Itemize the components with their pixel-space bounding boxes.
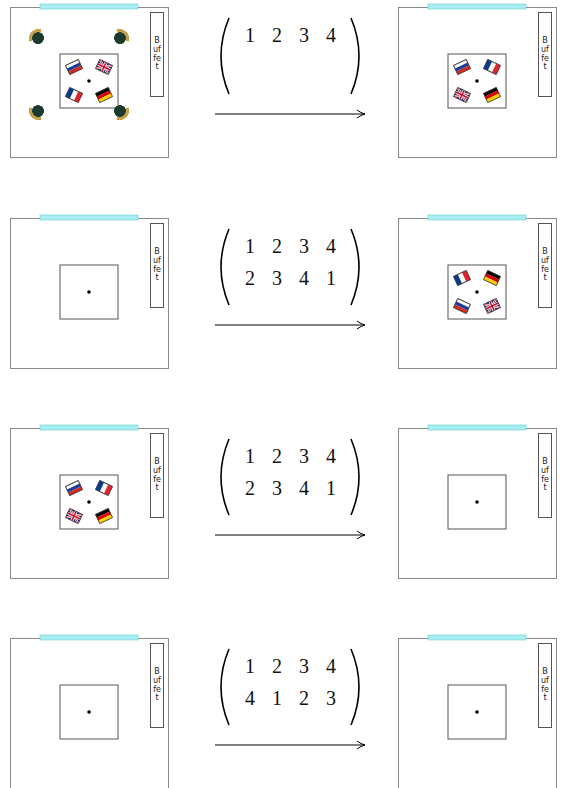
chair: [115, 106, 130, 121]
chair: [28, 106, 43, 121]
buffet-box: Buffet: [150, 643, 164, 728]
flag: [96, 509, 113, 524]
flag: [66, 88, 83, 103]
chair: [115, 28, 130, 43]
chair: [115, 106, 130, 121]
buffet-label: Buffet: [541, 248, 549, 283]
chair: [28, 106, 43, 121]
buffet-box: Buffet: [538, 643, 552, 728]
flag: [96, 88, 113, 103]
chair: [28, 106, 43, 121]
chair: [115, 106, 130, 121]
flag: [484, 299, 501, 314]
permutation-arrow: [215, 649, 365, 749]
room: [11, 215, 169, 369]
chair: [115, 28, 130, 43]
flag: [484, 271, 501, 286]
flag: [484, 88, 501, 103]
flag: [454, 299, 471, 314]
chair: [28, 28, 43, 43]
chair: [115, 28, 130, 43]
chair: [115, 28, 130, 43]
room: [399, 4, 557, 158]
chair: [28, 28, 43, 43]
chair: [28, 106, 43, 121]
chair: [28, 106, 43, 121]
buffet-label: Buffet: [153, 248, 161, 283]
buffet-label: Buffet: [541, 37, 549, 72]
buffet-box: Buffet: [538, 12, 552, 97]
chair: [28, 28, 43, 43]
chair: [115, 28, 130, 43]
chair: [28, 28, 43, 43]
chair: [28, 106, 43, 121]
flag: [96, 481, 113, 496]
permutation-row: 1 2 3 4: [245, 444, 336, 468]
buffet-label: Buffet: [153, 668, 161, 703]
chair: [115, 28, 130, 43]
chair: [28, 28, 43, 43]
flag: [66, 509, 83, 524]
chair: [115, 106, 130, 121]
room: [11, 635, 169, 788]
flag: [96, 60, 113, 75]
permutation-row: 2 3 4 1: [245, 266, 336, 290]
chair: [115, 106, 130, 121]
chair: [28, 28, 43, 43]
buffet-box: Buffet: [150, 223, 164, 308]
permutation-row: 4 1 2 3: [245, 686, 336, 710]
buffet-label: Buffet: [153, 458, 161, 493]
room: [11, 425, 169, 579]
permutation-arrow: [215, 18, 365, 118]
room: [11, 4, 169, 158]
permutation-row: 1 2 3 4: [245, 654, 336, 678]
chair: [115, 28, 130, 43]
chair: [28, 28, 43, 43]
flag: [484, 60, 501, 75]
permutation-arrow: [215, 439, 365, 539]
room: [399, 215, 557, 369]
chair: [28, 106, 43, 121]
buffet-label: Buffet: [153, 37, 161, 72]
flag: [66, 481, 83, 496]
permutation-row: 1 2 3 4: [245, 23, 336, 47]
chair: [115, 106, 130, 121]
buffet-label: Buffet: [541, 668, 549, 703]
buffet-box: Buffet: [150, 12, 164, 97]
chair: [28, 28, 43, 43]
flag: [454, 60, 471, 75]
permutation-row: 2 3 4 1: [245, 476, 336, 500]
room: [399, 425, 557, 579]
permutation-row: 1 2 3 4: [245, 234, 336, 258]
buffet-box: Buffet: [150, 433, 164, 518]
buffet-box: Buffet: [538, 223, 552, 308]
flag: [454, 271, 471, 286]
permutation-arrow: [215, 229, 365, 329]
chair: [115, 28, 130, 43]
chair: [28, 106, 43, 121]
flag: [454, 88, 471, 103]
buffet-box: Buffet: [538, 433, 552, 518]
flag: [66, 60, 83, 75]
buffet-label: Buffet: [541, 458, 549, 493]
chair: [115, 106, 130, 121]
chair: [115, 106, 130, 121]
room: [399, 635, 557, 788]
